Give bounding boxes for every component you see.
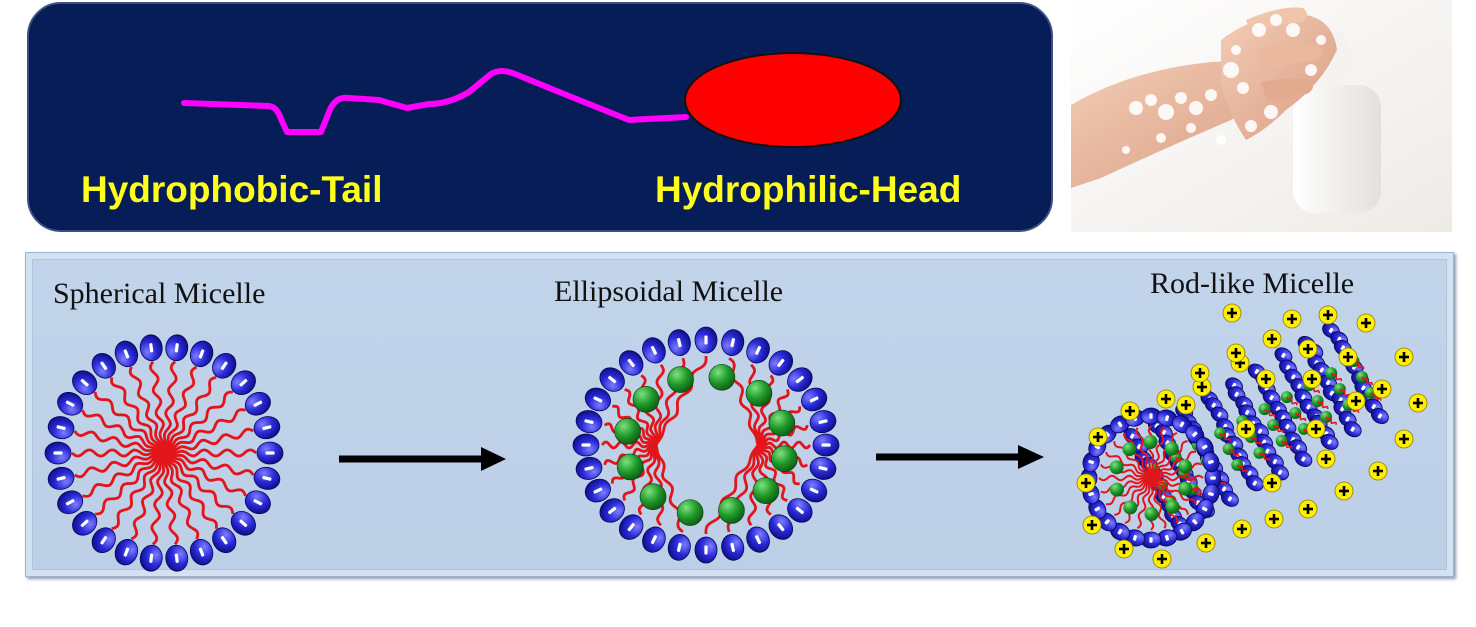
surfactant-head [46, 465, 77, 493]
counter-ion-plus-icon [1307, 420, 1325, 438]
hand-washing-photo [1071, 0, 1452, 232]
surfactant-head [719, 328, 746, 358]
surfactant-head [574, 455, 604, 482]
counter-ion-plus-icon [1177, 396, 1195, 414]
counter-ion-plus-icon [1395, 348, 1413, 366]
cosurfactant-bead [769, 410, 795, 436]
arrow-right-icon [339, 447, 506, 471]
counter-ion-plus-icon [1395, 430, 1413, 448]
counter-ion-plus-icon [1299, 500, 1317, 518]
surfactant-molecule-panel: Hydrophobic-Tail Hydrophilic-Head [27, 2, 1053, 232]
counter-ion-plus-icon [1191, 364, 1209, 382]
soap-bottle [1293, 85, 1381, 213]
arrow-right-icon [876, 445, 1044, 469]
surfactant-head [139, 544, 164, 572]
cosurfactant-bead [718, 497, 744, 523]
counter-ion-plus-icon [1319, 306, 1337, 324]
cosurfactant-bead [1110, 483, 1124, 497]
cosurfactant-bead [1166, 500, 1180, 514]
counter-ion-plus-icon [1077, 474, 1095, 492]
surfactant-head [112, 338, 142, 370]
counter-ion-plus-icon [1121, 402, 1139, 420]
surfactant-head [574, 408, 604, 435]
micelle-panel: Spherical Micelle Ellipsoidal Micelle Ro… [25, 252, 1454, 577]
surfactant-head [719, 532, 746, 562]
counter-ion-plus-icon [1157, 390, 1175, 408]
surfactant-head [666, 328, 693, 358]
counter-ion-plus-icon [1263, 474, 1281, 492]
micelle-diagram [26, 253, 1455, 578]
surfactant-head [164, 334, 189, 362]
surfactant-head [164, 544, 189, 572]
surfactant-head [808, 408, 838, 435]
counter-ion-plus-icon [1303, 370, 1321, 388]
cosurfactant-bead [709, 364, 735, 390]
cosurfactant-bead [617, 454, 643, 480]
surfactant-head [257, 442, 283, 464]
surfactant-head [695, 537, 717, 563]
counter-ion-plus-icon [1083, 516, 1101, 534]
counter-ion-plus-icon [1257, 370, 1275, 388]
cosurfactant-bead [633, 386, 659, 412]
counter-ion-plus-icon [1339, 348, 1357, 366]
counter-ion-plus-icon [1299, 340, 1317, 358]
cosurfactant-bead [1123, 500, 1137, 514]
surfactant-head [112, 536, 142, 568]
surfactant-head [573, 434, 599, 456]
cosurfactant-bead [746, 380, 772, 406]
cosurfactant-bead [615, 418, 641, 444]
cosurfactant-bead [753, 478, 779, 504]
counter-ion-plus-icon [1317, 450, 1335, 468]
counter-ion-plus-icon [1115, 540, 1133, 558]
surfactant-head [808, 455, 838, 482]
rod-like-micelle [1077, 304, 1427, 568]
cosurfactant-bead [1178, 482, 1192, 496]
counter-ion-plus-icon [1373, 380, 1391, 398]
counter-ion-plus-icon [1233, 520, 1251, 538]
surfactant-head [46, 414, 77, 442]
cosurfactant-bead [668, 367, 694, 393]
cosurfactant-bead [771, 446, 797, 472]
surfactant-head [139, 334, 164, 362]
surfactant-head [813, 434, 839, 456]
counter-ion-plus-icon [1265, 510, 1283, 528]
counter-ion-plus-icon [1357, 314, 1375, 332]
counter-ion-plus-icon [1283, 310, 1301, 328]
hydrophilic-head-label: Hydrophilic-Head [655, 169, 961, 211]
counter-ion-plus-icon [1369, 462, 1387, 480]
cosurfactant-bead [1312, 395, 1324, 407]
cosurfactant-bead [1122, 442, 1136, 456]
hydrocarbon-chain [152, 453, 164, 544]
cosurfactant-bead [1165, 442, 1179, 456]
counter-ion-plus-icon [1089, 428, 1107, 446]
counter-ion-plus-icon [1335, 482, 1353, 500]
cosurfactant-bead [1145, 507, 1159, 521]
surfactant-head [252, 465, 283, 493]
counter-ion-plus-icon [1409, 394, 1427, 412]
counter-ion-plus-icon [1347, 392, 1365, 410]
surfactant-head [45, 442, 71, 464]
counter-ion-plus-icon [1153, 550, 1171, 568]
ellipsoidal-micelle [573, 327, 839, 563]
cosurfactant-bead [1178, 459, 1192, 473]
counter-ion-plus-icon [1237, 420, 1255, 438]
counter-ion-plus-icon [1197, 534, 1215, 552]
surfactant-head [187, 338, 217, 370]
surfactant-head [252, 414, 283, 442]
counter-ion-plus-icon [1223, 304, 1241, 322]
hydrophobic-tail [184, 71, 686, 132]
hydrophilic-head [685, 53, 901, 147]
cosurfactant-bead [640, 484, 666, 510]
counter-ion-plus-icon [1227, 344, 1245, 362]
cosurfactant-bead [1110, 460, 1124, 474]
surfactant-head [695, 327, 717, 353]
hydrocarbon-chain [164, 362, 176, 453]
cosurfactant-bead [677, 500, 703, 526]
spherical-micelle [45, 334, 283, 573]
surfactant-head [666, 532, 693, 562]
counter-ion-plus-icon [1263, 330, 1281, 348]
surfactant-head [187, 536, 217, 568]
hydrophobic-tail-label: Hydrophobic-Tail [81, 169, 382, 211]
cosurfactant-bead [1143, 435, 1157, 449]
